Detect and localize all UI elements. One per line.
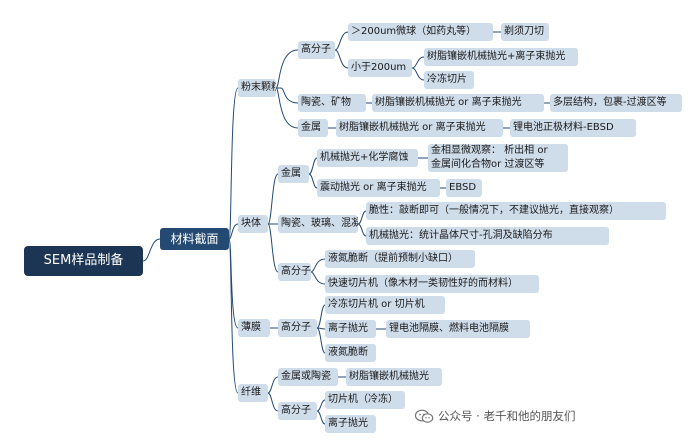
node-powder: 粉末颗粒 bbox=[238, 79, 276, 97]
node-bulk-metal-m2: 震动抛光 or 离子束抛光 bbox=[317, 179, 440, 197]
root-node: SEM样品制备 bbox=[24, 246, 143, 276]
node-bulk-ceramic: 陶瓷、玻璃、混凝土 bbox=[278, 215, 358, 233]
bulk-metal-note-line2: 金属间化合物or 过渡区等 bbox=[431, 159, 545, 170]
node-film-polymer-m2: 离子抛光 bbox=[325, 320, 376, 338]
node-bulk-metal: 金属 bbox=[278, 165, 309, 183]
node-powder-polymer-big-method: 剃须刀切 bbox=[501, 23, 549, 41]
node-powder-ceramic-method: 树脂镶嵌机械抛光 or 离子束抛光 bbox=[372, 94, 544, 112]
bulk-metal-note-line1: 金相显微观察： 析出相 or bbox=[431, 145, 548, 156]
node-powder-polymer-small-m1: 树脂镶嵌机械抛光+离子束抛光 bbox=[424, 48, 578, 66]
wechat-icon bbox=[414, 409, 434, 423]
node-bulk-metal-m1: 机械抛光+化学腐蚀 bbox=[317, 149, 418, 167]
node-fiber-polymer-m1: 切片机（冷冻） bbox=[325, 391, 405, 409]
node-fiber-polymer: 高分子 bbox=[278, 402, 317, 420]
node-powder-metal: 金属 bbox=[298, 119, 328, 137]
node-bulk-ceramic-m2: 机械抛光：统计晶体尺寸-孔洞及缺陷分布 bbox=[366, 227, 609, 245]
node-bulk-polymer-m1: 液氮脆断（提前预制小缺口） bbox=[325, 250, 475, 268]
node-fiber-metal: 金属或陶瓷 bbox=[278, 368, 338, 386]
node-film: 薄膜 bbox=[238, 319, 270, 337]
main-node: 材料截面 bbox=[160, 228, 229, 250]
node-powder-metal-note: 锂电池正极材料-EBSD bbox=[510, 119, 636, 137]
node-powder-polymer-small: 小于200um bbox=[348, 59, 412, 77]
node-fiber: 纤维 bbox=[238, 384, 268, 402]
node-powder-ceramic-note: 多层结构，包裹-过渡区等 bbox=[550, 94, 682, 112]
node-film-polymer-m1: 冷冻切片机 or 切片机 bbox=[325, 296, 445, 314]
node-powder-ceramic: 陶瓷、矿物 bbox=[298, 94, 366, 112]
node-bulk-ceramic-m1: 脆性：敲断即可（一般情况下，不建议抛光，直接观察） bbox=[366, 202, 666, 220]
node-powder-metal-method: 树脂镶嵌机械抛光 or 离子束抛光 bbox=[336, 119, 503, 137]
node-film-polymer-m3: 液氮脆断 bbox=[325, 344, 376, 362]
node-bulk-metal-m2-note: EBSD bbox=[446, 179, 482, 197]
node-film-polymer-m2-note: 锂电池隔膜、燃料电池隔膜 bbox=[386, 320, 530, 338]
watermark-text: 公众号 · 老千和他的朋友们 bbox=[438, 409, 576, 423]
node-film-polymer: 高分子 bbox=[278, 319, 317, 337]
node-powder-polymer: 高分子 bbox=[298, 41, 335, 59]
node-bulk-metal-m1-note: 金相显微观察： 析出相 or 金属间化合物or 过渡区等 bbox=[428, 144, 568, 172]
node-powder-polymer-big: ＞200um微球（如药丸等） bbox=[348, 23, 493, 41]
node-bulk-polymer-m2: 快速切片机（像木材一类韧性好的而材料） bbox=[325, 275, 539, 293]
node-fiber-polymer-m2: 离子抛光 bbox=[325, 415, 376, 433]
node-powder-polymer-small-m2: 冷冻切片 bbox=[424, 71, 474, 89]
node-bulk: 块体 bbox=[238, 215, 268, 233]
node-fiber-metal-method: 树脂镶嵌机械抛光 bbox=[346, 368, 442, 386]
node-bulk-polymer: 高分子 bbox=[278, 263, 311, 281]
